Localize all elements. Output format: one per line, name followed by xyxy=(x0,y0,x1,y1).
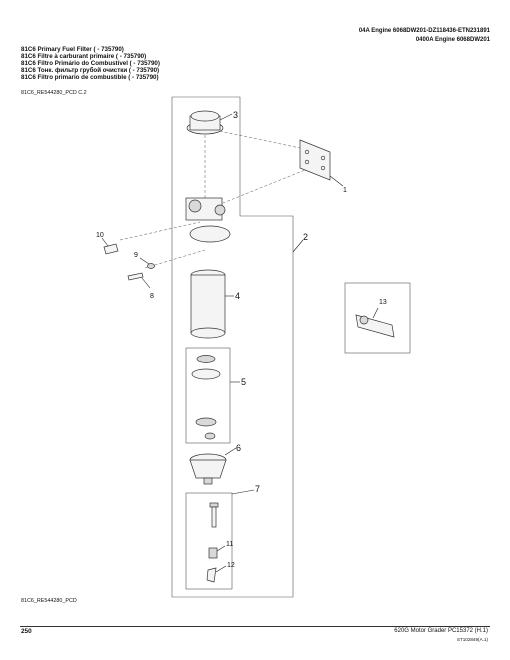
footer-divider xyxy=(20,626,490,627)
assembly-outline xyxy=(171,96,294,598)
footer-document-id: 620G Motor Grader PC15372 (H.1) xyxy=(394,628,488,634)
callout-12: 12 xyxy=(227,562,235,569)
part-titles: 81C6 Primary Fuel Filter ( - 735790) 81C… xyxy=(21,46,160,81)
callout-2: 2 xyxy=(303,232,308,242)
mounting-bracket-part xyxy=(299,139,331,181)
header-engine-serial: 04A Engine 6068DW201-DZ118436-ETN231891 xyxy=(358,28,490,34)
title-fr: 81C6 Filtre à carburant primaire ( - 735… xyxy=(21,53,147,61)
illustration-ref-top: 81C6_RE544280_PCD C.2 xyxy=(21,90,87,96)
callout-7: 7 xyxy=(255,484,260,494)
title-es: 81C6 Filtro primario de combustible ( - … xyxy=(21,74,159,82)
callout-3: 3 xyxy=(233,110,238,120)
callout-9: 9 xyxy=(134,252,138,259)
callout-6: 6 xyxy=(236,443,241,453)
callout-13: 13 xyxy=(379,299,387,306)
title-ru: 81C6 Тонк. фильтр грубой очистки ( - 735… xyxy=(21,67,160,75)
bolt-part xyxy=(103,243,119,255)
title-en: 81C6 Primary Fuel Filter ( - 735790) xyxy=(21,46,124,53)
callout-5: 5 xyxy=(241,377,246,387)
footer-code: ST102849(A.1) xyxy=(456,637,488,642)
callout-11: 11 xyxy=(226,541,233,548)
illustration-ref-bottom: 81C6_RE544280_PCD xyxy=(21,598,77,604)
header-engine-model: 0400A Engine 6068DW201 xyxy=(415,37,490,43)
page-number: 250 xyxy=(21,628,32,635)
clip-box xyxy=(344,282,411,354)
drain-kit-box xyxy=(185,492,233,590)
callout-10: 10 xyxy=(96,232,104,239)
callout-8: 8 xyxy=(150,293,154,300)
title-pt: 81C6 Filtro Primário do Combustível ( - … xyxy=(21,60,160,68)
callout-1: 1 xyxy=(343,187,347,194)
seal-kit-box xyxy=(185,347,231,444)
callout-4: 4 xyxy=(235,291,240,301)
